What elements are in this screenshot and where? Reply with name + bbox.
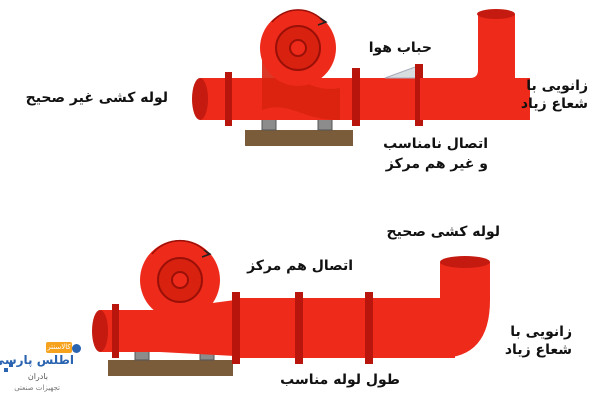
bottom-elbow-mouth	[440, 256, 490, 268]
bottom-base-plate	[108, 360, 233, 376]
air-bubble	[384, 65, 419, 79]
bottom-elbow	[420, 262, 490, 358]
top-pump	[260, 9, 336, 86]
bottom-pump	[140, 239, 220, 320]
logo-icon	[4, 342, 81, 372]
label-correct-piping: لوله کشی صحیح	[386, 224, 500, 240]
label-air-bubble: حباب هوا	[368, 40, 432, 56]
bottom-straight-pipe	[235, 298, 455, 358]
label-bottom-elbow-line1: زانویی با	[510, 324, 572, 340]
top-elbow	[420, 14, 515, 120]
label-connection-line1: اتصال نامناسب	[383, 136, 488, 152]
logo-tagline: تجهیزات صنعتی	[14, 384, 60, 392]
logo-brand: اطلس پارسی	[0, 353, 74, 367]
watermark-logo: کالاسنتر اطلس پارسی بادران تجهیزات صنعتی	[0, 342, 95, 400]
bottom-diagram	[92, 239, 490, 376]
logo-brand-sub: بادران	[27, 372, 48, 381]
top-diagram	[192, 9, 530, 146]
top-base-plate	[245, 130, 353, 146]
label-top-elbow-line1: زانویی با	[526, 78, 588, 94]
label-pipe-length: طول لوله مناسب	[280, 372, 400, 388]
label-connection-line2: و غیر هم مرکز	[385, 156, 488, 172]
logo-brand-small: کالاسنتر	[47, 343, 71, 351]
top-flanges	[225, 64, 423, 126]
label-top-elbow-line2: شعاع زیاد	[520, 96, 588, 112]
label-bottom-elbow-line2: شعاع زیاد	[504, 342, 572, 358]
label-concentric-connection: اتصال هم مرکز	[247, 258, 353, 274]
bottom-suction-pipe	[92, 310, 160, 352]
top-elbow-mouth	[477, 9, 515, 19]
label-incorrect-piping: لوله کشی غیر صحیح	[25, 90, 168, 106]
bottom-flanges	[112, 292, 373, 364]
